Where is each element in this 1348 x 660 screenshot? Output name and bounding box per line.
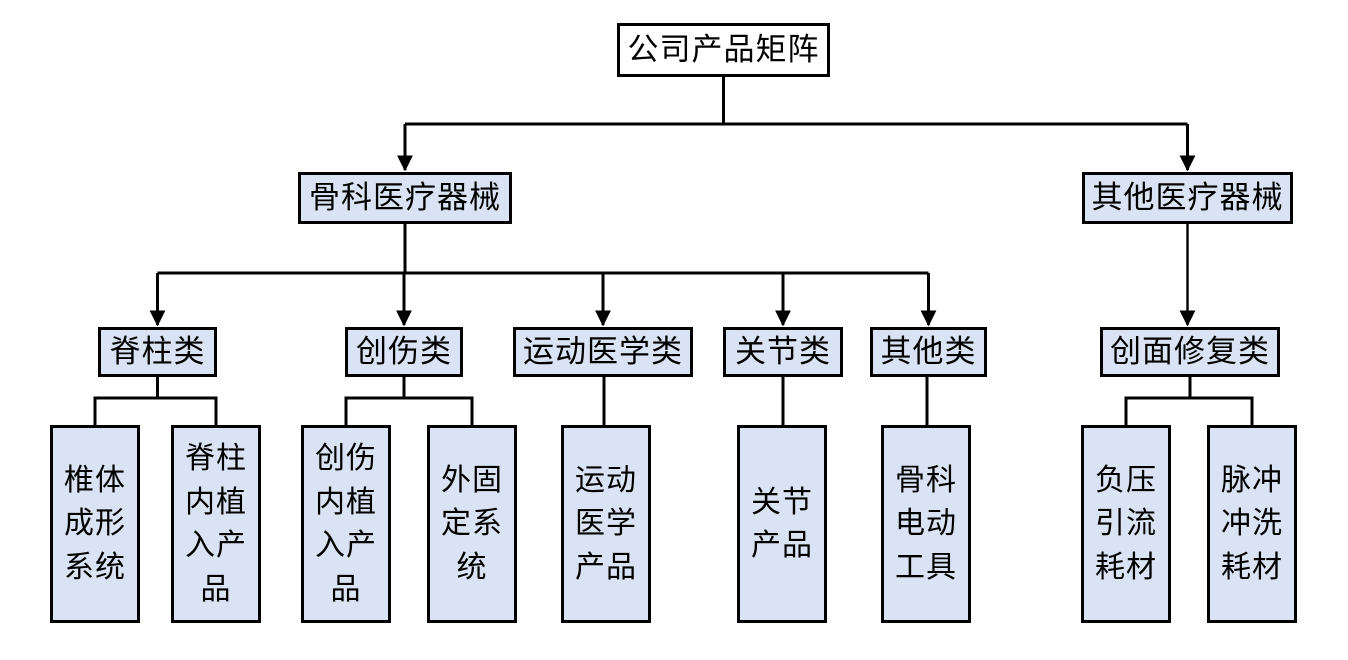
- node-negative-pressure-drainage-consumables: 负压引流耗材: [1081, 425, 1171, 623]
- node-other-category: 其他类: [870, 327, 987, 377]
- connector-split-wound: [1124, 377, 1254, 425]
- node-joint-category: 关节类: [723, 327, 843, 377]
- node-trauma-category: 创伤类: [345, 327, 463, 377]
- node-sports-medicine-category: 运动医学类: [513, 327, 693, 377]
- node-company-product-matrix: 公司产品矩阵: [617, 23, 830, 77]
- node-spine-category: 脊柱类: [98, 327, 217, 377]
- node-joint-products: 关节产品: [737, 425, 827, 623]
- node-external-fixation-system: 外固定系统: [427, 425, 517, 623]
- node-orthopedic-power-tools: 骨科电动工具: [881, 425, 971, 623]
- node-pulse-lavage-consumables: 脉冲冲洗耗材: [1207, 425, 1297, 623]
- node-trauma-implant-products: 创伤内植入产品: [301, 425, 391, 623]
- node-wound-repair-category: 创面修复类: [1100, 327, 1280, 377]
- node-vertebral-augmentation-system: 椎体成形系统: [50, 425, 140, 623]
- connector-split-spine: [93, 377, 218, 425]
- node-orthopedic-medical-devices: 骨科医疗器械: [298, 172, 512, 224]
- node-spinal-implant-products: 脊柱内植入产品: [171, 425, 261, 623]
- node-other-medical-devices: 其他医疗器械: [1082, 172, 1293, 224]
- connector-split-trauma: [344, 377, 474, 425]
- node-sports-medicine-products: 运动医学产品: [561, 425, 651, 623]
